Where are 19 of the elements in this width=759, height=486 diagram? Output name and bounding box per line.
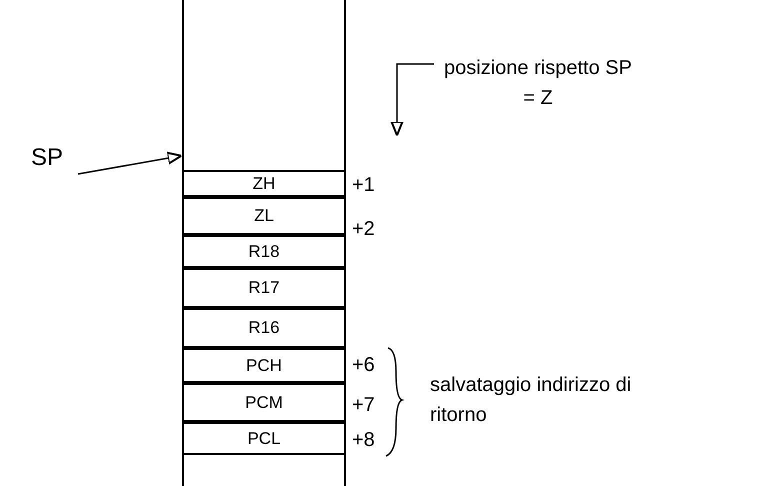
stack-cell: R16 (182, 308, 346, 348)
stack-cell: PCM (182, 383, 346, 422)
offset-label: +8 (352, 428, 376, 453)
stack-column (182, 0, 346, 486)
offset-label: +7 (352, 393, 376, 418)
offset-label: +6 (352, 353, 376, 378)
node-text: posizione rispetto SP = Z (438, 48, 638, 118)
note-text: salvataggio indirizzo di ritorno (430, 373, 632, 428)
stack-cell: PCH (182, 348, 346, 383)
arrow (390, 63, 434, 136)
arrow (78, 152, 182, 175)
node-text: SP (22, 140, 72, 176)
offset-label: +2 (352, 217, 376, 242)
stack-cell: R18 (182, 235, 346, 268)
stack-cell: ZL (182, 197, 346, 235)
offset-label: +1 (352, 173, 376, 198)
stack-cell: R17 (182, 268, 346, 308)
stack-cell: PCL (182, 422, 346, 455)
stack-cell: ZH (182, 170, 346, 197)
